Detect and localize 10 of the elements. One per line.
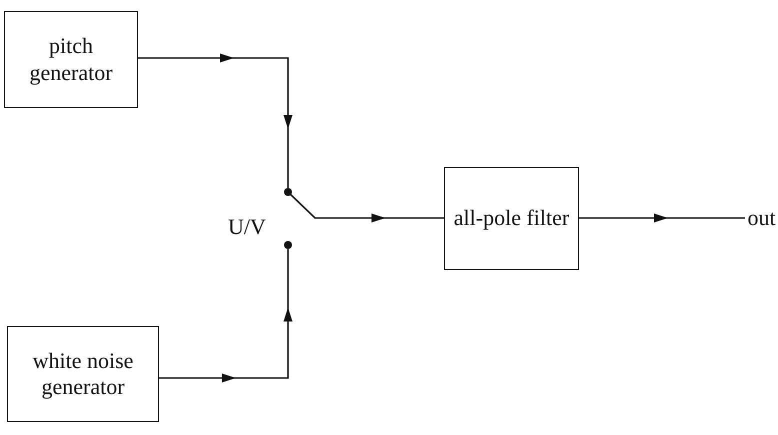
process-box	[7, 326, 159, 422]
output-label: out	[747, 204, 776, 232]
switch-contact	[284, 188, 292, 196]
box-label: all-pole filter	[454, 205, 570, 232]
box-label: pitch generator	[28, 33, 114, 86]
switch-label: U/V	[228, 214, 266, 240]
box-label: white noise generator	[32, 348, 134, 400]
process-box	[444, 167, 579, 270]
process-box	[4, 11, 138, 108]
switch-contact	[284, 241, 292, 249]
